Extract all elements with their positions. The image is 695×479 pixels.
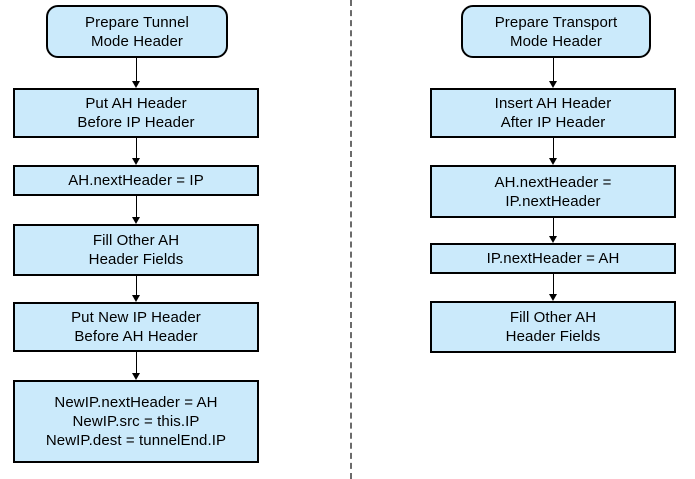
arrow-tunnel-3 bbox=[136, 196, 137, 219]
arrow-tunnel-1-head bbox=[132, 81, 140, 88]
node-label: AH.nextHeader =IP.nextHeader bbox=[432, 173, 674, 211]
node-label-line: Before IP Header bbox=[77, 114, 195, 131]
node-label-line: NewIP.src = this.IP bbox=[72, 413, 200, 430]
node-label-line: Fill Other AH bbox=[92, 232, 180, 249]
arrow-transport-2 bbox=[553, 138, 554, 160]
arrow-tunnel-5 bbox=[136, 352, 137, 375]
node-tunnel-step-3[interactable]: Fill Other AH Header Fields bbox=[13, 224, 259, 276]
arrow-transport-3 bbox=[553, 218, 554, 238]
node-transport-step-2[interactable]: AH.nextHeader =IP.nextHeader bbox=[430, 165, 676, 218]
node-label: NewIP.nextHeader = AH NewIP.src = this.IP… bbox=[15, 393, 257, 450]
arrow-tunnel-5-head bbox=[132, 373, 140, 380]
arrow-transport-2-head bbox=[549, 158, 557, 165]
node-label-line: Prepare Transport bbox=[494, 13, 618, 31]
arrow-tunnel-4-head bbox=[132, 295, 140, 302]
node-label-line: IP.nextHeader = AH bbox=[486, 250, 620, 267]
arrow-transport-3-head bbox=[549, 236, 557, 243]
arrow-tunnel-3-head bbox=[132, 217, 140, 224]
arrow-transport-1 bbox=[553, 58, 554, 83]
node-label-line: IP.nextHeader bbox=[505, 192, 601, 210]
node-tunnel-step-5[interactable]: NewIP.nextHeader = AH NewIP.src = this.IP… bbox=[13, 380, 259, 463]
node-label-line: Header Fields bbox=[88, 251, 184, 268]
arrow-tunnel-4 bbox=[136, 276, 137, 297]
node-label-line: Insert AH Header bbox=[494, 95, 612, 112]
arrow-transport-4-head bbox=[549, 294, 557, 301]
arrow-tunnel-2-head bbox=[132, 158, 140, 165]
node-label-line: NewIP.dest = tunnelEnd.IP bbox=[45, 432, 227, 449]
arrow-tunnel-1 bbox=[136, 58, 137, 83]
node-label-line: NewIP.nextHeader = AH bbox=[54, 394, 218, 411]
node-label-line: Put New IP Header bbox=[71, 309, 201, 326]
node-label-line: Header Fields bbox=[505, 328, 601, 345]
node-label-line: Before AH Header bbox=[74, 328, 198, 345]
node-label-line: Prepare Tunnel bbox=[85, 13, 189, 31]
node-transport-step-3[interactable]: IP.nextHeader = AH bbox=[430, 243, 676, 274]
node-label-line: After IP Header bbox=[500, 114, 606, 131]
node-label: AH.nextHeader = IP bbox=[15, 171, 257, 190]
node-tunnel-step-2[interactable]: AH.nextHeader = IP bbox=[13, 165, 259, 196]
node-label-line: AH.nextHeader = IP bbox=[68, 172, 204, 189]
node-label: IP.nextHeader = AH bbox=[432, 249, 674, 268]
column-divider bbox=[350, 0, 352, 479]
node-label: Fill Other AH Header Fields bbox=[15, 231, 257, 269]
arrow-transport-1-head bbox=[549, 81, 557, 88]
arrow-transport-4 bbox=[553, 274, 554, 296]
node-label-line: Put AH Header bbox=[85, 95, 187, 112]
node-label-line: Mode Header bbox=[91, 32, 183, 50]
node-label: Fill Other AH Header Fields bbox=[432, 308, 674, 346]
arrow-tunnel-2 bbox=[136, 138, 137, 160]
node-transport-step-4[interactable]: Fill Other AH Header Fields bbox=[430, 301, 676, 353]
node-label-line: Mode Header bbox=[510, 32, 602, 50]
node-label-line: Fill Other AH bbox=[509, 309, 597, 326]
node-label-line: AH.nextHeader = bbox=[494, 173, 612, 191]
